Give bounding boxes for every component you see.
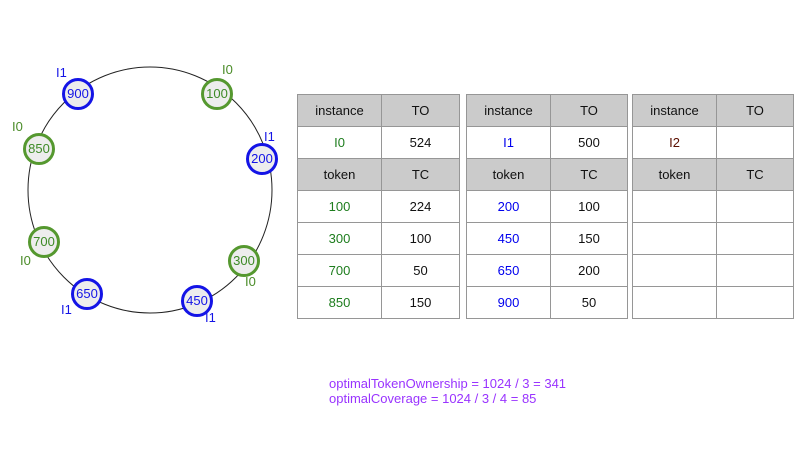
ring-node-700-instance-label: I0 <box>20 253 31 268</box>
token-cell: 200 <box>466 190 551 223</box>
to-value-cell <box>716 126 794 159</box>
header-cell-to: TO <box>381 94 460 127</box>
header-cell-to: TO <box>716 94 794 127</box>
instance-cell: I0 <box>297 126 382 159</box>
optimal-values-note: optimalTokenOwnership = 1024 / 3 = 341 o… <box>329 376 566 406</box>
header-cell-token: token <box>632 158 717 191</box>
ring-node-850-instance-label: I0 <box>12 119 23 134</box>
tc-cell <box>716 286 794 319</box>
token-cell: 650 <box>466 254 551 287</box>
to-value-cell: 500 <box>550 126 628 159</box>
ring-node-650: 650 <box>71 278 103 310</box>
ownership-table-i2: instance TO I2 token TC <box>632 94 794 319</box>
ring-node-100-instance-label: I0 <box>222 62 233 77</box>
tc-cell: 50 <box>550 286 628 319</box>
header-cell-tc: TC <box>550 158 628 191</box>
tc-cell: 50 <box>381 254 460 287</box>
ownership-table-i1: instance TO I1 500 token TC 200 100 450 … <box>466 94 628 319</box>
header-cell-instance: instance <box>297 94 382 127</box>
instance-cell: I1 <box>466 126 551 159</box>
to-value-cell: 524 <box>381 126 460 159</box>
tc-cell: 150 <box>381 286 460 319</box>
optimal-token-ownership-line: optimalTokenOwnership = 1024 / 3 = 341 <box>329 376 567 391</box>
header-cell-token: token <box>297 158 382 191</box>
ring-node-300: 300 <box>228 245 260 277</box>
ring-node-900: 900 <box>62 78 94 110</box>
tc-cell: 200 <box>550 254 628 287</box>
optimal-coverage-line: optimalCoverage = 1024 / 3 / 4 = 85 <box>329 391 537 406</box>
ring-node-900-instance-label: I1 <box>56 65 67 80</box>
token-cell <box>632 222 717 255</box>
token-cell <box>632 286 717 319</box>
ownership-table-i0: instance TO I0 524 token TC 100 224 300 … <box>297 94 460 319</box>
token-cell: 100 <box>297 190 382 223</box>
token-cell <box>632 190 717 223</box>
header-cell-to: TO <box>550 94 628 127</box>
tc-cell: 100 <box>381 222 460 255</box>
ring-node-100: 100 <box>201 78 233 110</box>
ring-node-200: 200 <box>246 143 278 175</box>
instance-cell: I2 <box>632 126 717 159</box>
ring-node-700: 700 <box>28 226 60 258</box>
token-cell: 450 <box>466 222 551 255</box>
token-cell <box>632 254 717 287</box>
header-cell-tc: TC <box>381 158 460 191</box>
tc-cell: 100 <box>550 190 628 223</box>
token-cell: 700 <box>297 254 382 287</box>
ring-node-200-instance-label: I1 <box>264 129 275 144</box>
ring-node-650-instance-label: I1 <box>61 302 72 317</box>
token-cell: 900 <box>466 286 551 319</box>
token-cell: 300 <box>297 222 382 255</box>
tc-cell <box>716 190 794 223</box>
ring-node-850: 850 <box>23 133 55 165</box>
header-cell-instance: instance <box>632 94 717 127</box>
tc-cell <box>716 222 794 255</box>
tc-cell <box>716 254 794 287</box>
tc-cell: 224 <box>381 190 460 223</box>
ring-node-300-instance-label: I0 <box>245 274 256 289</box>
token-cell: 850 <box>297 286 382 319</box>
tc-cell: 150 <box>550 222 628 255</box>
ring-node-450: 450 <box>181 285 213 317</box>
header-cell-instance: instance <box>466 94 551 127</box>
header-cell-tc: TC <box>716 158 794 191</box>
token-ring: I1 900 I0 100 I0 850 I1 200 I0 700 I0 30… <box>0 0 320 345</box>
header-cell-token: token <box>466 158 551 191</box>
ring-node-450-instance-label: I1 <box>205 310 216 325</box>
ring-circle <box>27 66 273 314</box>
